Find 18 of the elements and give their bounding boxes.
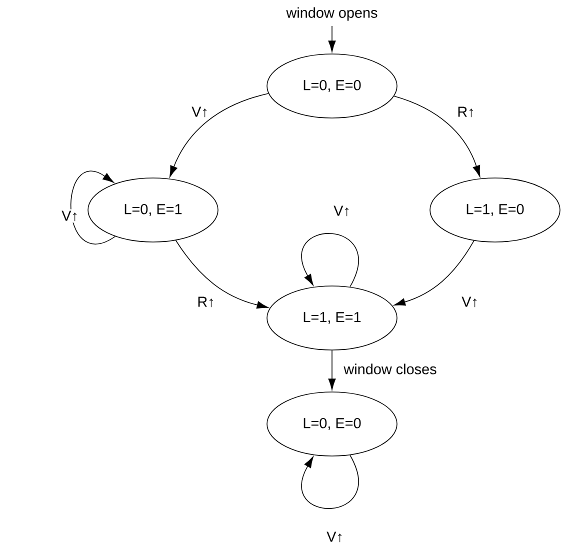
arrow	[302, 233, 359, 288]
edge-label: V↑	[332, 204, 352, 218]
arrow	[175, 240, 268, 309]
edge-label: window closes	[342, 362, 438, 376]
edge-label: window opens	[284, 6, 380, 22]
arrow	[394, 240, 474, 306]
edge-label: V↑	[60, 209, 80, 223]
edge-label: R↑	[456, 105, 476, 119]
edge-label: R↑	[196, 295, 216, 309]
arrow	[328, 350, 336, 390]
arrow	[170, 93, 269, 178]
arrow	[302, 454, 359, 509]
arrow	[70, 170, 116, 244]
arrow	[328, 26, 336, 52]
arrow	[394, 96, 480, 177]
edge-label: V↑	[460, 295, 480, 309]
edge-label: V↑	[325, 530, 345, 544]
edge-label: V↑	[190, 105, 210, 119]
